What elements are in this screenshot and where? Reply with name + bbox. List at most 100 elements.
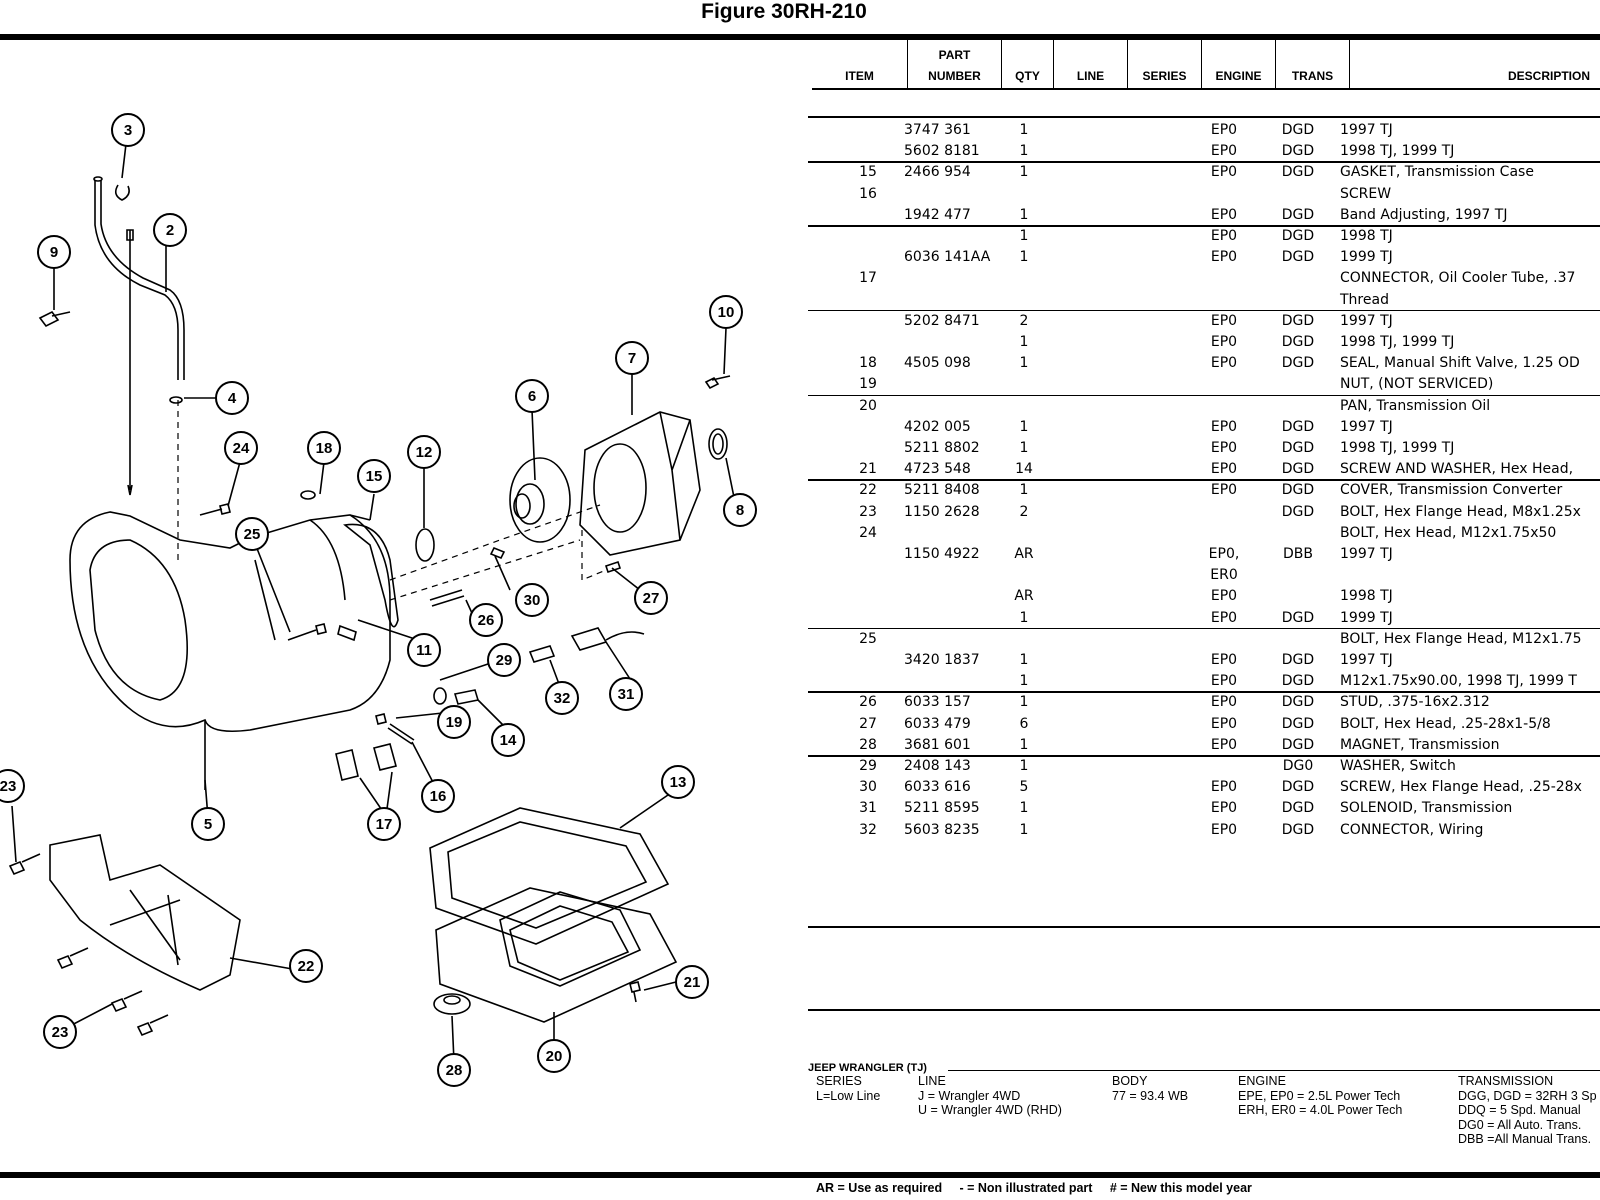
- washer-18: [300, 490, 316, 500]
- col-qty: QTY: [1002, 40, 1054, 88]
- bolt-23c: [110, 990, 143, 1013]
- bolt-10: [704, 375, 731, 390]
- cell-trans: DGD: [1281, 228, 1315, 244]
- cell-description: GASKET, Transmission Case: [1340, 164, 1534, 181]
- callout-label: 29: [496, 652, 513, 669]
- cell-description: 1997 TJ: [1340, 418, 1393, 435]
- col-series: SERIES: [1128, 40, 1202, 88]
- callout-label: 26: [478, 612, 495, 629]
- bolt-9: [38, 310, 71, 328]
- cell-description: 1997 TJ: [1340, 546, 1393, 562]
- legend-heading-rule: [948, 1070, 1600, 1071]
- cell-description: NUT, (NOT SERVICED): [1340, 376, 1494, 393]
- cell-qty: AR: [1014, 588, 1034, 605]
- cell-engine: EP0: [1210, 440, 1238, 456]
- cell-item: 26: [859, 694, 877, 711]
- col-engine-label: ENGINE: [1215, 69, 1262, 83]
- cell-qty: 2: [1019, 503, 1029, 520]
- callout-label: 23: [52, 1024, 69, 1041]
- cell-engine: EP0: [1210, 609, 1238, 626]
- callout-label: 8: [736, 502, 744, 519]
- cell-qty: 1: [1019, 206, 1029, 223]
- screw-16: [387, 723, 415, 745]
- switch-14: [453, 689, 480, 705]
- cell-qty: 1: [1019, 143, 1029, 160]
- cell-trans: DGD: [1281, 461, 1315, 478]
- cell-item: 17: [859, 270, 877, 287]
- cell-part-number: 6033 479: [904, 715, 971, 732]
- cell-trans: DGD: [1281, 418, 1315, 435]
- adapter-housing: [579, 411, 701, 556]
- cell-qty: 1: [1019, 418, 1029, 435]
- cell-trans: DGD: [1281, 694, 1315, 711]
- callout-label: 23: [0, 778, 16, 795]
- callout-label: 31: [618, 686, 635, 703]
- pump-6: [509, 457, 571, 543]
- cell-part-number: 5603 8235: [904, 821, 980, 838]
- cell-item: 27: [859, 715, 877, 732]
- blank-rule: [808, 1009, 1600, 1011]
- callout-label: 15: [366, 468, 383, 485]
- cell-part-number: 5202 8471: [904, 312, 980, 329]
- cell-item: 32: [859, 821, 877, 838]
- callout-label: 19: [446, 714, 463, 731]
- cell-qty: 1: [1019, 122, 1029, 138]
- cell-qty: 14: [1015, 461, 1033, 478]
- cell-part-number: 3747 361: [904, 122, 971, 138]
- cell-engine: EP0: [1210, 715, 1238, 732]
- cell-qty: 1: [1019, 673, 1029, 690]
- col-line: LINE: [1054, 40, 1128, 88]
- row-separator: [808, 225, 1600, 227]
- cell-description: Thread: [1340, 291, 1389, 308]
- cell-item: 20: [859, 397, 877, 414]
- callout-label: 7: [628, 350, 636, 367]
- cell-qty: 1: [1019, 440, 1029, 456]
- cell-description: BOLT, Hex Flange Head, M12x1.75: [1340, 630, 1582, 647]
- row-separator: [808, 479, 1600, 481]
- cell-description: M12x1.75x90.00, 1998 TJ, 1999 T: [1340, 673, 1577, 690]
- bolt-23b: [56, 947, 89, 970]
- figure-title: Figure 30RH-210: [701, 0, 867, 23]
- header-rule: [812, 88, 1600, 90]
- cell-description: 1997 TJ: [1340, 652, 1393, 668]
- col-engine: ENGINE: [1202, 40, 1276, 88]
- cell-item: 29: [859, 758, 877, 774]
- cell-part-number: 4505 098: [904, 355, 971, 372]
- cell-engine: EP0: [1210, 461, 1238, 478]
- o-ring-4: [169, 396, 183, 404]
- cell-trans: DGD: [1281, 312, 1315, 329]
- callout-label: 27: [643, 590, 660, 607]
- callout-label: 12: [416, 444, 433, 461]
- pan-gasket: [429, 807, 670, 945]
- legend-transmission: TRANSMISSION DGG, DGD = 32RH 3 Sp DDQ = …: [1458, 1074, 1597, 1146]
- callout-label: 14: [500, 732, 517, 749]
- cell-description: 1997 TJ: [1340, 312, 1393, 329]
- callout-label: 5: [204, 816, 212, 833]
- cell-item: 31: [859, 800, 877, 817]
- col-line-label: LINE: [1076, 69, 1105, 83]
- cell-qty: 1: [1019, 736, 1029, 753]
- row-separator: [808, 755, 1600, 757]
- stud-26: [429, 589, 465, 607]
- cell-part-number: 6033 616: [904, 779, 971, 796]
- cell-qty: 1: [1019, 800, 1029, 817]
- cell-engine: ER0: [1210, 567, 1238, 584]
- cell-trans: DGD: [1281, 821, 1315, 838]
- cell-item: 16: [859, 185, 877, 202]
- cell-description: BOLT, Hex Head, M12x1.75x50: [1340, 524, 1557, 541]
- cell-part-number: 3681 601: [904, 736, 971, 753]
- cell-description: COVER, Transmission Converter: [1340, 482, 1563, 499]
